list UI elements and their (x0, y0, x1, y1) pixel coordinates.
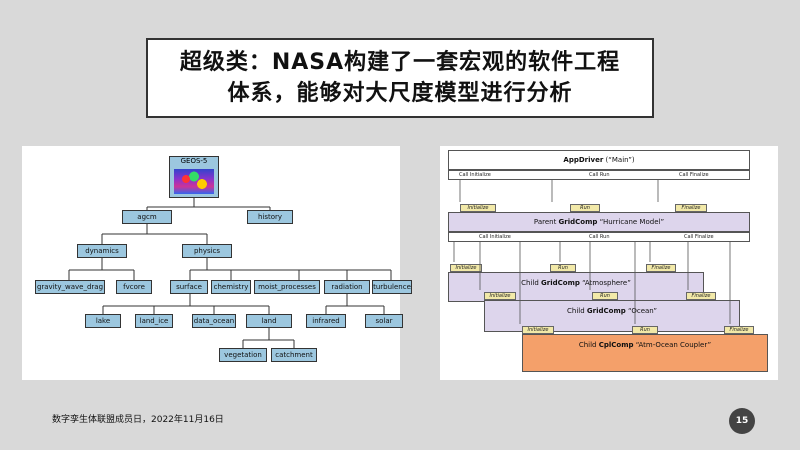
slide-title-line-1: 超级类：NASA构建了一套宏观的软件工程 (179, 50, 621, 75)
geos5-tree-diagram: GEOS-5 agcm history dynamics physics gra… (22, 146, 412, 380)
node-gravity-wave-drag: gravity_wave_drag (35, 280, 105, 294)
node-land-ice: land_ice (135, 314, 173, 328)
call-initialize-label: Call Initialize (459, 172, 491, 178)
child-coupler-title: Child CplComp “Atm-Ocean Coupler” (578, 341, 712, 349)
parent-gridcomp-title: Parent GridComp “Hurricane Model” (533, 218, 665, 226)
slide-title-box: 超级类：NASA构建了一套宏观的软件工程 体系，能够对大尺度模型进行分析 (146, 38, 654, 118)
global-map-thumbnail (174, 169, 214, 194)
node-solar: solar (365, 314, 403, 328)
slide-footer: 数字孪生体联盟成员日，2022年11月16日 (52, 415, 224, 425)
child-coupler-box: Child CplComp “Atm-Ocean Coupler” (522, 334, 768, 372)
node-lake: lake (85, 314, 121, 328)
node-land: land (246, 314, 292, 328)
node-infrared: infrared (306, 314, 346, 328)
call-run-label: Call Run (589, 172, 610, 178)
node-history: history (247, 210, 293, 224)
parent-call-run-label: Call Run (589, 234, 610, 240)
call-finalize-label: Call Finalize (679, 172, 709, 178)
node-data-ocean: data_ocean (192, 314, 236, 328)
parent-initialize-tab: Initialize (460, 204, 496, 212)
appdriver-call-row: Call Initialize Call Run Call Finalize (448, 170, 750, 180)
appdriver-title: AppDriver (“Main”) (563, 156, 635, 164)
node-chemistry: chemistry (211, 280, 251, 294)
cpl-finalize-tab: Finalize (724, 326, 754, 334)
cpl-initialize-tab: Initialize (522, 326, 554, 334)
parent-gridcomp-box: Parent GridComp “Hurricane Model” (448, 212, 750, 232)
geos5-root-label: GEOS-5 (180, 157, 208, 165)
slide-title-line-2: 体系，能够对大尺度模型进行分析 (227, 81, 573, 106)
atm-run-tab: Run (550, 264, 576, 272)
node-dynamics: dynamics (77, 244, 127, 258)
node-surface: surface (170, 280, 208, 294)
parent-call-finalize-label: Call Finalize (684, 234, 714, 240)
node-catchment: catchment (271, 348, 317, 362)
esmf-arrows (453, 180, 731, 324)
node-vegetation: vegetation (219, 348, 267, 362)
cpl-run-tab: Run (632, 326, 658, 334)
atm-finalize-tab: Finalize (646, 264, 676, 272)
node-fvcore: fvcore (116, 280, 152, 294)
node-physics: physics (182, 244, 232, 258)
parent-call-row: Call Initialize Call Run Call Finalize (448, 232, 750, 242)
parent-run-tab: Run (570, 204, 600, 212)
node-radiation: radiation (324, 280, 370, 294)
ocean-finalize-tab: Finalize (686, 292, 716, 300)
child-atmosphere-title: Child GridComp “Atmosphere” (521, 279, 631, 287)
geos5-root-node: GEOS-5 (169, 156, 219, 198)
atm-initialize-tab: Initialize (450, 264, 482, 272)
ocean-initialize-tab: Initialize (484, 292, 516, 300)
node-agcm: agcm (122, 210, 172, 224)
parent-call-initialize-label: Call Initialize (479, 234, 511, 240)
parent-finalize-tab: Finalize (675, 204, 707, 212)
node-moist-processes: moist_processes (254, 280, 320, 294)
esmf-component-diagram: AppDriver (“Main”) Call Initialize Call … (440, 146, 778, 380)
appdriver-box: AppDriver (“Main”) (448, 150, 750, 170)
node-turbulence: turbulence (372, 280, 412, 294)
child-ocean-title: Child GridComp “Ocean” (567, 307, 657, 315)
tree-connectors (68, 198, 392, 348)
ocean-run-tab: Run (592, 292, 618, 300)
page-number-badge: 15 (729, 408, 755, 434)
